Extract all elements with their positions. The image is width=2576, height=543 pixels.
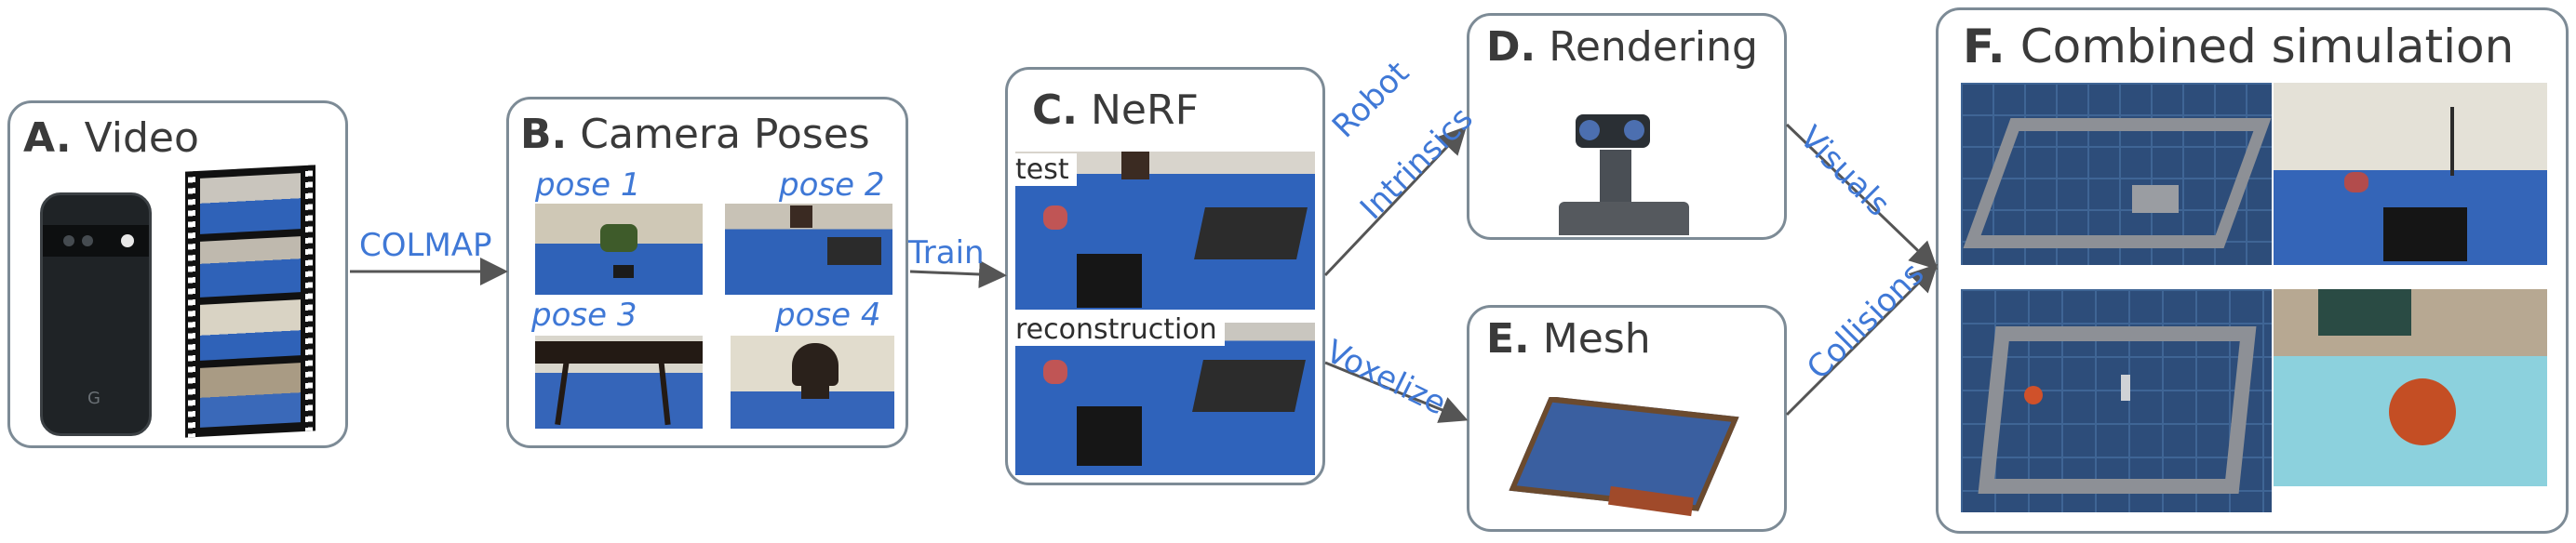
- robot-render-image: [1559, 109, 1698, 237]
- panel-nerf-title: C. NeRF: [1032, 86, 1199, 134]
- panel-combined-simulation-title: F. Combined simulation: [1963, 20, 2514, 73]
- pose-label: pose 3: [531, 297, 637, 334]
- pose-label: pose 4: [775, 297, 881, 334]
- camera-lens: [63, 235, 74, 246]
- edge-label-train: Train: [908, 234, 985, 272]
- arrow-voxelize: [1324, 361, 1469, 423]
- panel-camera-poses-title: B. Camera Poses: [520, 111, 870, 158]
- arrow-train: [909, 260, 1007, 289]
- pose-image: [535, 336, 703, 429]
- edge-label-colmap: COLMAP: [359, 227, 492, 264]
- panel-letter: E.: [1486, 315, 1530, 363]
- panel-letter: B.: [520, 111, 568, 158]
- sim-visuals-render: [2274, 83, 2547, 265]
- sim-collisions-image: [1961, 289, 2272, 512]
- panel-name: NeRF: [1091, 86, 1199, 134]
- panel-letter: F.: [1963, 20, 2006, 73]
- panel-letter: D.: [1486, 23, 1536, 71]
- panel-combined-simulation: F. Combined simulation: [1936, 7, 2569, 534]
- panel-letter: C.: [1032, 86, 1079, 134]
- panel-nerf: C. NeRF test reconstruction: [1005, 67, 1325, 485]
- panel-name: Video: [84, 114, 199, 162]
- sim-visuals-image: [1961, 83, 2272, 265]
- arrow-collisions: [1785, 263, 1939, 417]
- panel-name: Combined simulation: [2019, 20, 2515, 73]
- pose-image: [731, 336, 894, 429]
- nerf-test-label: test: [1008, 153, 1077, 186]
- panel-camera-poses: B. Camera Poses pose 1 pose 2 pose 3 pos…: [506, 97, 908, 448]
- nerf-reconstruction-label: reconstruction: [1008, 313, 1225, 346]
- panel-name: Camera Poses: [580, 111, 870, 158]
- panel-name: Rendering: [1549, 23, 1758, 71]
- panel-rendering: D. Rendering: [1467, 13, 1787, 240]
- panel-letter: A.: [23, 114, 72, 162]
- pose-label: pose 1: [535, 166, 641, 204]
- nerf-reconstruction-image: [1015, 323, 1315, 475]
- phone-logo: G: [87, 389, 101, 408]
- panel-rendering-title: D. Rendering: [1486, 23, 1758, 71]
- camera-lens: [82, 235, 93, 246]
- arrow-visuals: [1785, 123, 1939, 271]
- panel-mesh-title: E. Mesh: [1486, 315, 1651, 363]
- sim-collisions-render: [2274, 289, 2547, 486]
- camera-flash: [121, 234, 134, 247]
- pose-label: pose 2: [779, 166, 885, 204]
- pose-image: [725, 204, 892, 295]
- pose-image: [535, 204, 703, 295]
- panel-name: Mesh: [1542, 315, 1651, 363]
- panel-video: A. Video G: [7, 100, 348, 448]
- phone-image: G: [40, 192, 152, 436]
- panel-video-title: A. Video: [23, 114, 199, 162]
- arrow-robot-intrinsics: [1323, 126, 1468, 277]
